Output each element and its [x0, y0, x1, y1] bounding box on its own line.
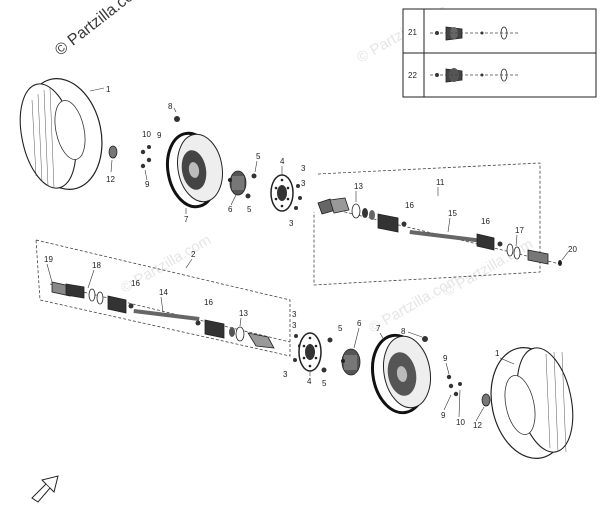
callout-9-top-a: 9 — [157, 131, 162, 140]
lug-nut-top — [108, 145, 118, 159]
callout-19: 19 — [44, 255, 53, 264]
callout-11: 11 — [436, 178, 445, 187]
hub-bottom — [341, 348, 361, 376]
callout-16-rear-a: 16 — [131, 279, 140, 288]
callout-8-bot: 8 — [401, 327, 406, 336]
callout-3-bot-a: 3 — [292, 310, 297, 319]
callout-3-top-a: 3 — [301, 164, 306, 173]
callout-3-top-b: 3 — [301, 179, 306, 188]
callout-3-bot-c: 3 — [283, 370, 288, 379]
callout-3-bot-b: 3 — [292, 321, 297, 330]
callout-16-front-a: 16 — [405, 201, 414, 210]
callout-2: 2 — [191, 250, 196, 259]
callout-5-top-a: 5 — [256, 152, 261, 161]
callout-10-top: 10 — [142, 130, 151, 139]
callout-9-top-b: 9 — [145, 180, 150, 189]
callout-9-bot-b: 9 — [441, 411, 446, 420]
arrow-front-icon — [31, 475, 59, 503]
callout-6-bot: 6 — [357, 319, 362, 328]
callout-16-front-b: 16 — [481, 217, 490, 226]
inset-row-21-parts — [430, 26, 520, 41]
callout-12-top: 12 — [106, 175, 115, 184]
brake-disc-top — [270, 174, 294, 212]
callout-5-bot-a: 5 — [338, 324, 343, 333]
callout-9-bot-a: 9 — [443, 354, 448, 363]
rear-axle-assembly: 2 19 18 16 14 16 13 — [35, 239, 291, 357]
callout-16-rear-b: 16 — [204, 298, 213, 307]
callout-12-bot: 12 — [473, 421, 482, 430]
callout-17: 17 — [515, 226, 524, 235]
callout-5-top-b: 5 — [247, 205, 252, 214]
studs-top — [140, 145, 152, 169]
callout-7-bot: 7 — [376, 324, 381, 333]
callout-1-bot: 1 — [495, 349, 500, 358]
inset-row-22-parts — [430, 68, 520, 83]
brake-disc-bottom — [298, 332, 322, 372]
callout-5-bot-b: 5 — [322, 379, 327, 388]
callout-18: 18 — [92, 261, 101, 270]
hub-top — [228, 170, 247, 196]
callout-20: 20 — [568, 245, 577, 254]
inset-ref-22: 22 — [408, 71, 417, 80]
callout-8-top: 8 — [168, 102, 173, 111]
callout-3-top-c: 3 — [289, 219, 294, 228]
callout-4-bot: 4 — [307, 377, 312, 386]
callout-14: 14 — [159, 288, 168, 297]
callout-4-top: 4 — [280, 157, 285, 166]
inset-ref-21: 21 — [408, 28, 417, 37]
tire-top — [19, 78, 103, 190]
callout-15: 15 — [448, 209, 457, 218]
callout-6-top: 6 — [228, 205, 233, 214]
callout-13-front: 13 — [354, 182, 363, 191]
front-axle-assembly: 11 13 16 15 16 17 20 — [313, 162, 577, 286]
callout-7-top: 7 — [184, 215, 189, 224]
callout-10-bot: 10 — [456, 418, 465, 427]
callout-13-rear: 13 — [239, 309, 248, 318]
rim-top — [166, 131, 223, 209]
callout-1-top: 1 — [106, 85, 111, 94]
tire-bottom — [490, 347, 574, 459]
rim-bottom — [371, 333, 431, 415]
inset-legend: 21 22 — [402, 8, 597, 98]
